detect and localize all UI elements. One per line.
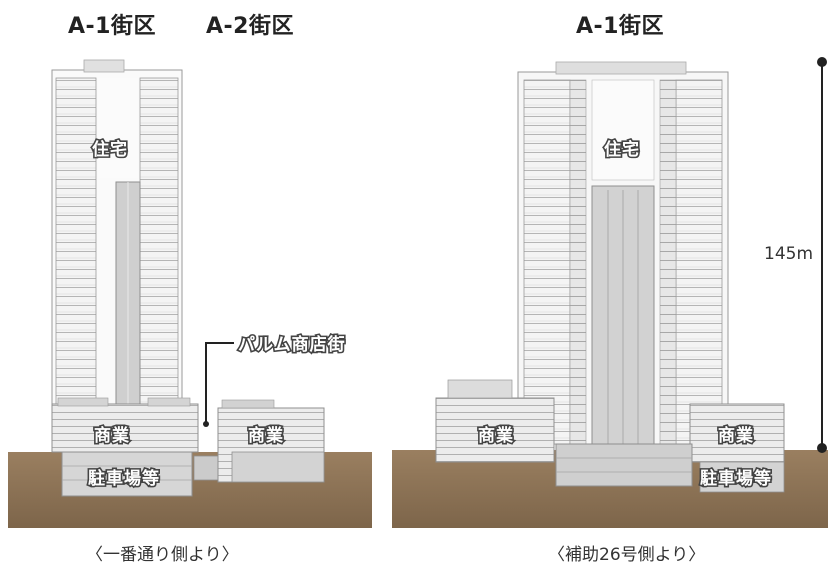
podium-right-right [689,403,785,463]
caption-left: 〈一番通り側より〉 [86,545,239,565]
title-a1-left: A-1街区 [68,14,156,39]
right-elevation: 住宅 商業 商業 駐車場等 [392,57,828,528]
label-residential-left: 住宅 [92,139,128,160]
label-residential-right: 住宅 [604,139,640,160]
label-commercial-left-1: 商業 [94,425,130,446]
title-a2-left: A-2街区 [206,14,294,39]
left-elevation: 住宅 商業 駐車場等 商業 パルム商店街 [8,59,372,528]
height-label: 145m [764,244,814,264]
arcade-leader-line [205,342,234,424]
label-commercial-right-2: 商業 [718,425,754,446]
label-commercial-right-1: 商業 [478,425,514,446]
title-a1-right: A-1街区 [576,14,664,39]
podium-left [51,403,199,453]
label-commercial-left-2: 商業 [248,425,284,446]
label-arcade: パルム商店街 [238,334,346,355]
label-parking-left: 駐車場等 [88,468,160,489]
caption-right: 〈補助26号側より〉 [548,545,706,565]
label-parking-right: 駐車場等 [700,468,772,489]
podium-right-left [435,397,555,463]
